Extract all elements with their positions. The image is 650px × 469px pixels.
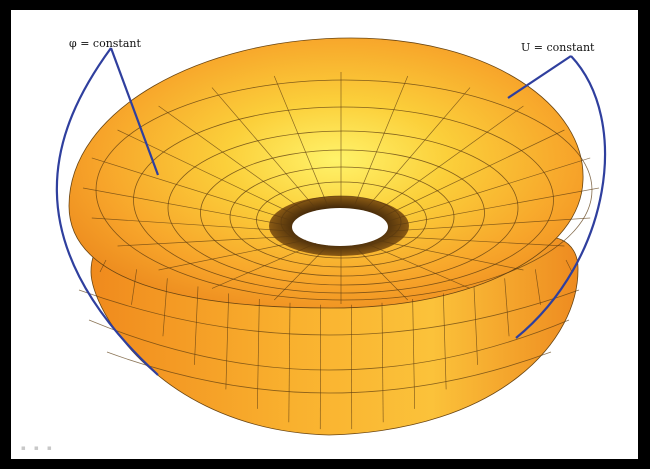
phi-pointer-lower: [55, 47, 159, 376]
mesh-vertical-lower: [442, 293, 447, 390]
mesh-radial-upper: [389, 217, 591, 232]
upper-surface: [68, 37, 584, 309]
mesh-radial-upper: [273, 75, 329, 207]
mesh-vertical-lower: [412, 298, 416, 409]
u-constant-label: U = constant: [521, 41, 595, 54]
mesh-radial-upper: [117, 235, 298, 247]
mesh-radial-upper: [376, 105, 524, 213]
mesh-vertical-lower: [288, 302, 291, 423]
phi-pointer-upper: [109, 47, 160, 176]
mesh-radial-upper: [273, 245, 329, 301]
mesh-radial-upper: [82, 187, 292, 227]
torus-surface-figure: [55, 37, 607, 436]
mesh-vertical-lower: [534, 269, 541, 305]
mesh-vertical-lower: [504, 278, 510, 337]
mesh-vertical-lower: [381, 302, 384, 423]
mesh-ring-upper: [200, 149, 485, 277]
footer-marks: ▪ ▪ ▪: [21, 444, 55, 452]
u-pointer-lower: [515, 55, 607, 339]
mesh-radial-upper: [158, 239, 306, 271]
mesh-radial-upper: [384, 129, 565, 217]
mesh-radial-upper: [376, 239, 524, 271]
mesh-radial-upper: [211, 87, 317, 209]
mesh-radial-upper: [91, 217, 293, 232]
mesh-radial-upper: [365, 87, 471, 209]
phi-constant-label: φ = constant: [69, 37, 141, 50]
mesh-vertical-lower: [194, 286, 199, 365]
mesh-ring-upper: [95, 79, 593, 301]
mesh-vertical-lower: [131, 269, 138, 305]
central-hole: [292, 208, 388, 246]
mesh-vertical-lower: [225, 293, 230, 390]
mesh-radial-upper: [91, 157, 293, 222]
mesh-band-lower: [106, 351, 552, 394]
mesh-radial-upper: [389, 157, 591, 222]
mesh-radial-upper: [390, 187, 600, 227]
mesh-band-lower: [78, 289, 580, 336]
mesh-radial-upper: [353, 75, 409, 207]
mesh-vertical-lower: [162, 278, 168, 337]
pointer-lines: [55, 47, 607, 376]
surface-mesh: [78, 72, 600, 430]
u-pointer-upper: [507, 55, 572, 99]
figure-panel: φ = constant U = constant ▪ ▪ ▪: [11, 10, 638, 459]
mesh-vertical-lower: [256, 298, 260, 409]
mesh-vertical-lower: [565, 259, 573, 273]
mesh-band-lower: [88, 319, 570, 371]
mesh-vertical-lower: [473, 286, 478, 365]
mesh-radial-upper: [384, 235, 565, 247]
mesh-radial-upper: [365, 242, 471, 289]
mesh-radial-upper: [353, 245, 409, 301]
mesh-radial-upper: [211, 242, 317, 289]
mesh-radial-upper: [158, 105, 306, 213]
mesh-ring-upper: [133, 106, 554, 294]
mesh-ring-upper: [167, 130, 519, 286]
mesh-ring-upper: [229, 166, 455, 268]
mesh-vertical-lower: [99, 259, 107, 273]
